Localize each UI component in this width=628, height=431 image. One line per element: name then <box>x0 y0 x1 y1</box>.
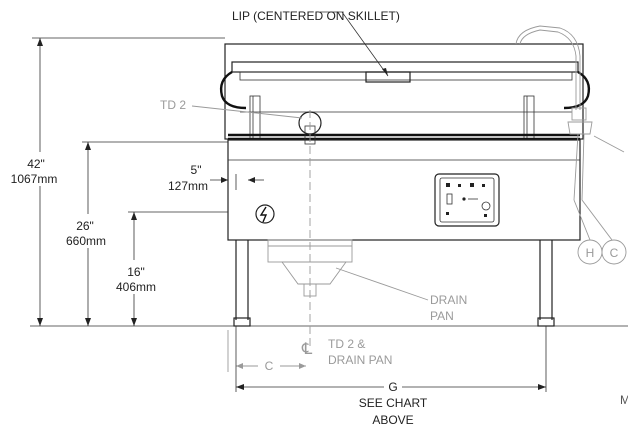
edge-letter: M <box>620 393 628 407</box>
dimension-5: 5" 127mm <box>168 163 264 193</box>
dim-16-mm-text: 406mm <box>116 280 156 294</box>
centerline-symbol: ℄ <box>301 339 313 358</box>
see-chart-line2: ABOVE <box>372 413 413 427</box>
td2-drain-label-line1: TD 2 & <box>328 337 365 351</box>
dim-26-mm-text: 660mm <box>66 234 106 248</box>
dim-16-in-text: 16" <box>127 265 145 279</box>
dimension-26: 26" 660mm <box>58 141 228 326</box>
dimension-16: 16" 406mm <box>108 211 228 326</box>
drain-label-line2: PAN <box>430 309 454 323</box>
dim-c-text: C <box>265 359 274 373</box>
drain-label-line1: DRAIN <box>430 293 467 307</box>
dim-42-in-text: 42" <box>27 157 45 171</box>
dim-g-text: G <box>388 380 397 394</box>
lip-callout-label: LIP (CENTERED ON SKILLET) <box>232 9 400 23</box>
dimension-c: C <box>227 330 306 373</box>
dimension-42: 42" 1067mm <box>8 37 225 326</box>
power-symbol-icon <box>255 204 275 224</box>
see-chart-line1: SEE CHART <box>359 396 428 410</box>
cold-connection-marker: C <box>601 239 627 265</box>
dimension-g: G SEE CHART ABOVE <box>235 326 547 427</box>
faucet-assembly <box>515 25 625 241</box>
dim-5-mm-text: 127mm <box>168 179 208 193</box>
control-panel-icon <box>434 173 500 227</box>
cold-marker-label: C <box>610 246 619 260</box>
dim-26-in-text: 26" <box>76 219 94 233</box>
hot-connection-marker: H <box>577 239 603 265</box>
hot-marker-label: H <box>586 246 595 260</box>
skillet-body <box>219 43 591 327</box>
lip-leader-line <box>320 11 389 77</box>
dim-42-mm-text: 1067mm <box>11 172 58 186</box>
dim-5-in-text: 5" <box>191 163 202 177</box>
td2-drain-label-line2: DRAIN PAN <box>328 353 392 367</box>
td2-top-label: TD 2 <box>160 98 186 112</box>
